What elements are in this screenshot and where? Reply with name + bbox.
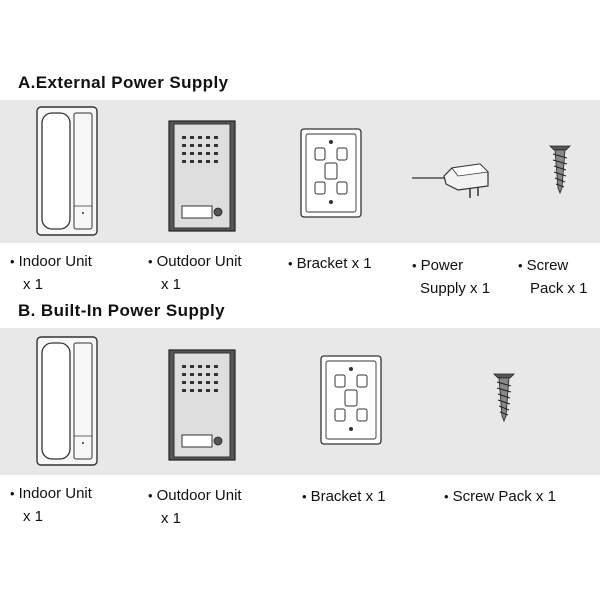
section-b-band xyxy=(0,328,600,475)
screw-icon xyxy=(549,145,571,195)
outdoor-unit-icon xyxy=(168,120,236,232)
bracket-icon xyxy=(300,128,362,218)
section-b-heading: B. Built-In Power Supply xyxy=(18,301,225,320)
bracket-icon xyxy=(320,355,382,445)
label-outdoor-unit: •Outdoor Unit x 1 xyxy=(148,253,242,293)
indoor-unit-icon xyxy=(36,336,98,466)
label-bracket: •Bracket x 1 xyxy=(288,255,372,272)
label-outdoor-unit-b: •Outdoor Unit x 1 xyxy=(148,487,242,527)
power-supply-icon xyxy=(412,163,489,198)
section-a-band xyxy=(0,100,600,243)
label-indoor-unit-b: •Indoor Unit x 1 xyxy=(10,485,92,525)
outdoor-unit-icon xyxy=(168,349,236,461)
screw-icon xyxy=(493,373,515,423)
label-indoor-unit: •Indoor Unit x 1 xyxy=(10,253,92,293)
label-bracket-b: •Bracket x 1 xyxy=(302,488,386,505)
label-screw-pack: •Screw Pack x 1 xyxy=(518,257,588,297)
indoor-unit-icon xyxy=(36,106,98,236)
label-screw-pack-b: •Screw Pack x 1 xyxy=(444,488,556,505)
section-a-heading: A.External Power Supply xyxy=(18,73,229,92)
label-power-supply: •Power Supply x 1 xyxy=(412,257,491,297)
